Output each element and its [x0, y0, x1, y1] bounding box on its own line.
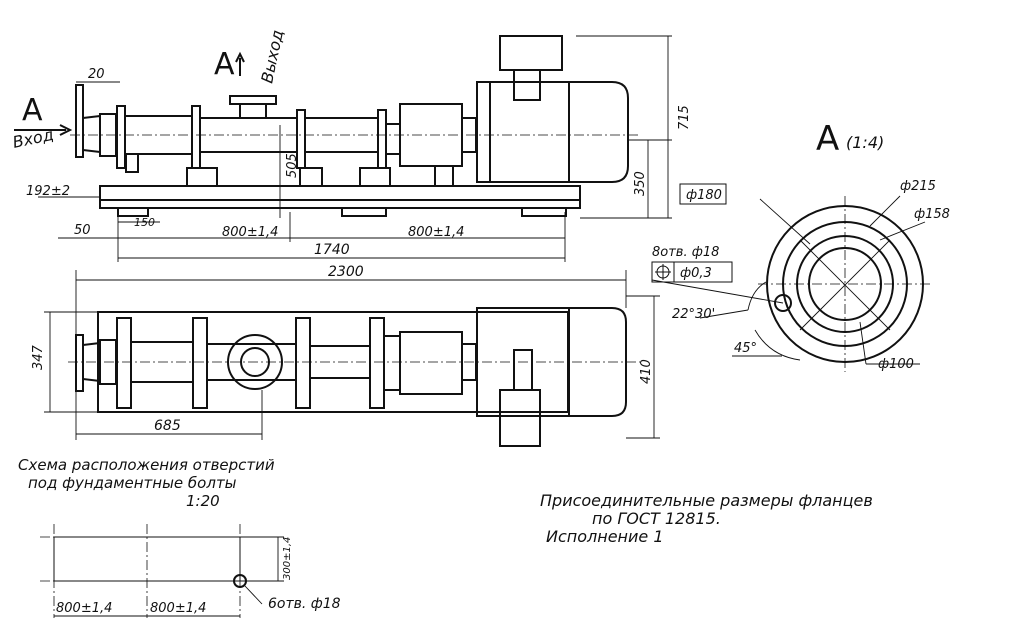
- plan-view: [44, 270, 660, 447]
- dim-505: 505: [285, 153, 300, 178]
- foundation-scheme: [40, 524, 284, 618]
- view-scale-label: (1:4): [846, 133, 884, 152]
- side-elevation: [14, 35, 672, 262]
- scheme-title-line2: под фундаментные болты: [28, 474, 237, 492]
- dim-347: 347: [31, 344, 46, 370]
- outlet-label: Выход: [257, 28, 287, 85]
- holes-6-label: 6отв. ф18: [268, 596, 341, 612]
- dim-50: 50: [74, 223, 91, 238]
- dim-f158: ф158: [914, 207, 950, 222]
- dim-2300: 2300: [328, 264, 364, 280]
- dim-20: 20: [88, 67, 105, 82]
- flange-note-line3: Исполнение 1: [546, 527, 664, 546]
- view-a-label-right: A: [816, 119, 839, 159]
- dim-192: 192±2: [26, 184, 70, 199]
- dim-685: 685: [154, 418, 181, 434]
- dim-f180: ф180: [686, 188, 722, 203]
- position-tolerance-frame: [651, 261, 733, 283]
- dim-800a: 800±1,4: [222, 225, 278, 240]
- dim-150: 150: [134, 216, 155, 229]
- bolt-dim-800a: 800±1,4: [56, 601, 112, 616]
- scheme-title-line1: Схема расположения отверстий: [18, 456, 275, 474]
- dim-1740: 1740: [314, 242, 350, 258]
- bolt-dim-800b: 800±1,4: [150, 601, 206, 616]
- flange-note-line1: Присоединительные размеры фланцев: [540, 491, 873, 510]
- flange-view-a: [651, 195, 932, 372]
- flange-note-line2: по ГОСТ 12815.: [592, 509, 721, 528]
- dim-f215: ф215: [900, 179, 936, 194]
- dim-410: 410: [639, 359, 654, 384]
- tolerance-value: ф0,3: [680, 266, 712, 281]
- dim-f100: ф100: [878, 357, 914, 372]
- f180-frame: [679, 183, 727, 205]
- angle-22-30: 22°30': [672, 307, 715, 322]
- bolt-dim-300: 300±1,4: [282, 537, 293, 580]
- dim-715: 715: [677, 105, 692, 130]
- inlet-label: Вход: [11, 125, 55, 152]
- angle-45: 45°: [734, 341, 757, 356]
- dim-800b: 800±1,4: [408, 225, 464, 240]
- dim-350: 350: [633, 171, 648, 196]
- scheme-scale: 1:20: [186, 492, 220, 510]
- view-a-label-left: A: [22, 93, 43, 128]
- view-a-label-top: A: [214, 47, 235, 82]
- holes-8-label: 8отв. ф18: [652, 245, 719, 260]
